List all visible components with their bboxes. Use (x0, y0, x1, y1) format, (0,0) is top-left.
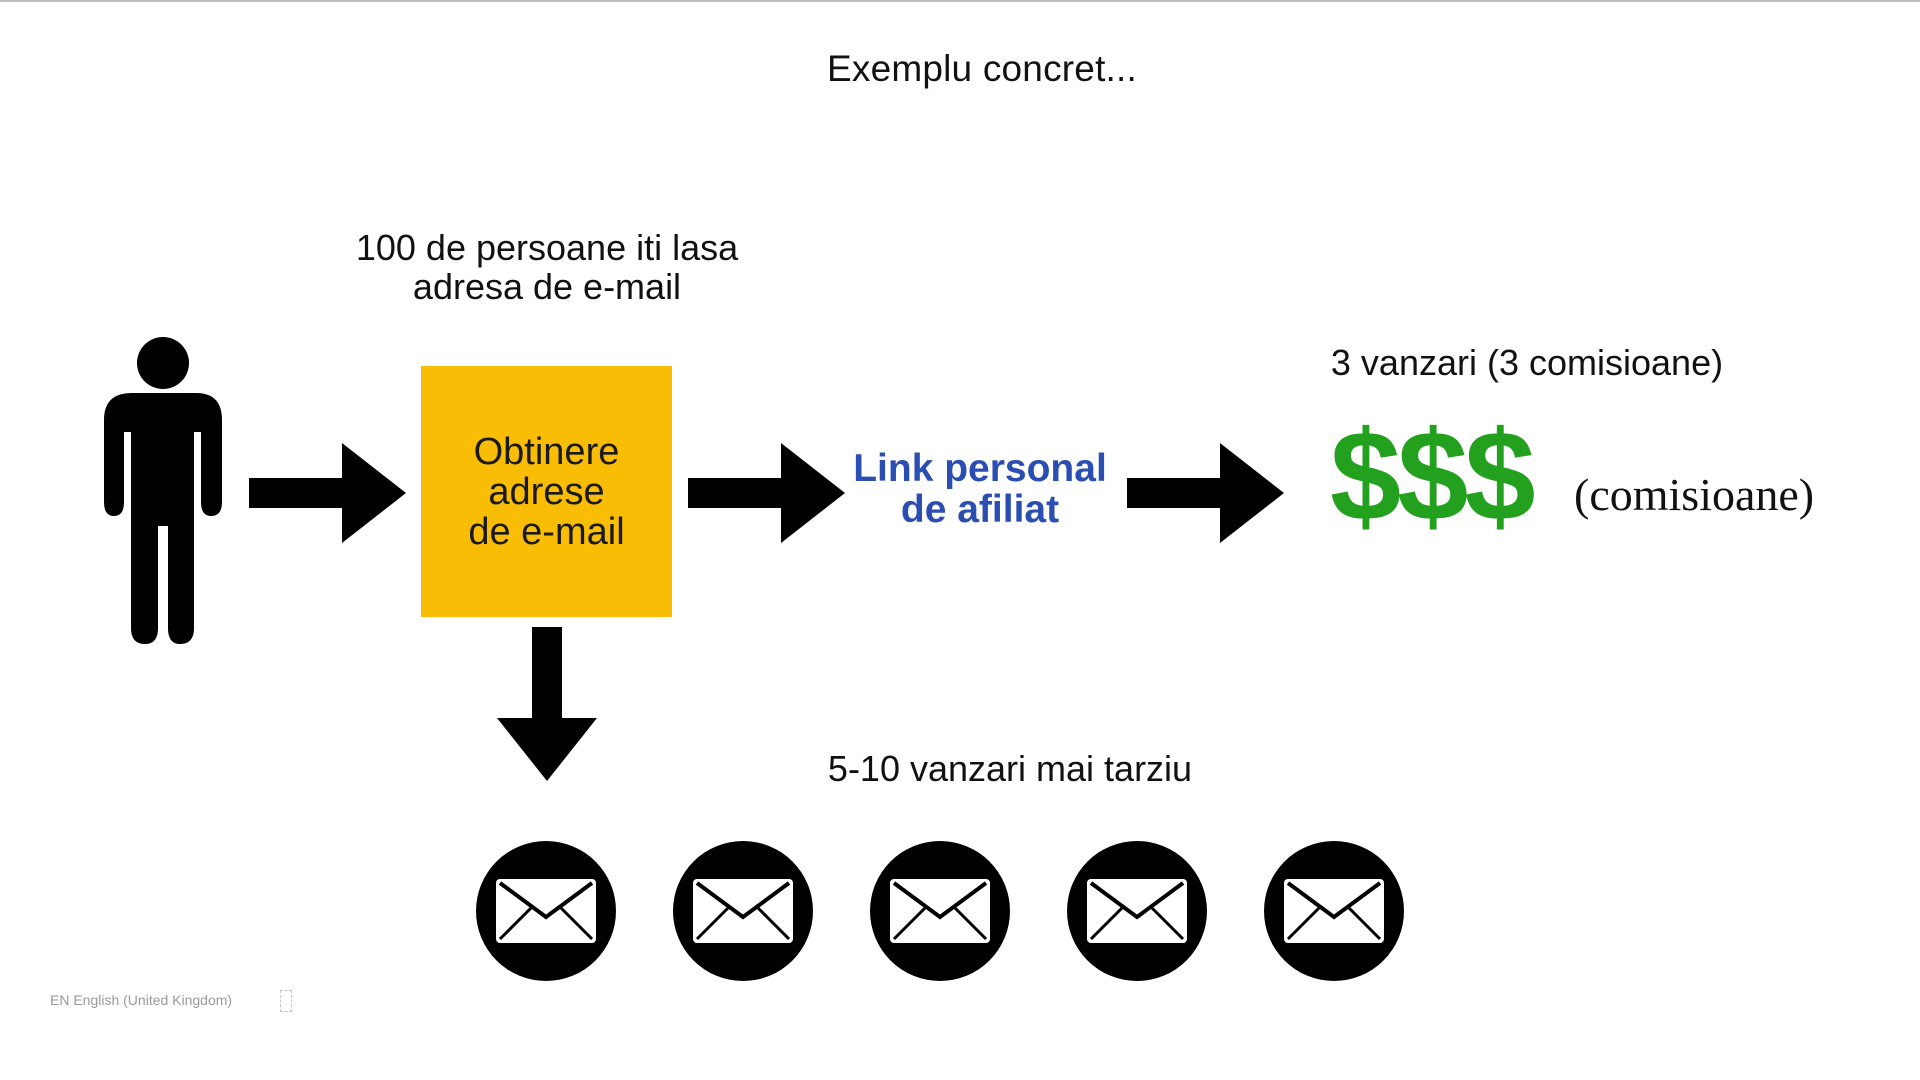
language-indicator[interactable]: EN English (United Kingdom) (50, 992, 233, 1008)
arrow-icon (688, 443, 845, 543)
envelope-icon (1264, 841, 1404, 981)
dollar-signs: $$$ (1330, 405, 1536, 548)
top-border-line (0, 0, 1920, 2)
arrow-icon (249, 443, 406, 543)
person-icon (104, 337, 222, 644)
envelope-icon (476, 841, 616, 981)
arrow-down-icon (497, 627, 597, 781)
commissions-label: (comisioane) (1574, 469, 1815, 520)
envelope-row (476, 841, 1404, 981)
email-collection-label: Obtinere adrese de e-mail (468, 430, 625, 553)
envelope-icon (870, 841, 1010, 981)
arrow-icon (1127, 443, 1284, 543)
caption-people-leave-email: 100 de persoane iti lasa adresa de e-mai… (355, 227, 739, 307)
affiliate-link-label: Link personal de afiliat (853, 447, 1107, 531)
language-toggle-handle[interactable] (280, 990, 292, 1012)
email-collection-box: Obtinere adrese de e-mail (421, 366, 672, 617)
envelope-icon (673, 841, 813, 981)
envelope-icon (1067, 841, 1207, 981)
slide-title: Exemplu concret... (826, 48, 1137, 89)
caption-later-sales: 5-10 vanzari mai tarziu (827, 748, 1193, 789)
caption-sales-commissions: 3 vanzari (3 comisioane) (1330, 342, 1724, 383)
